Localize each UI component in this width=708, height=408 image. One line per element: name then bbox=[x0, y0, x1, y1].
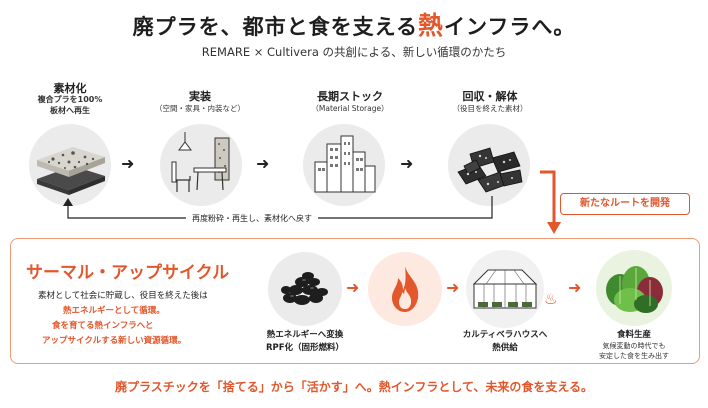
arrow-right-icon: ➜ bbox=[256, 154, 270, 173]
upcycle-panel bbox=[10, 238, 700, 364]
recycled-board-icon bbox=[29, 124, 111, 206]
step-sub1-material: 複合プラを100% bbox=[37, 95, 103, 104]
title-text-after: インフラへ。 bbox=[444, 15, 576, 39]
upcycle-line-3: 食を育てる熱インフラへと bbox=[52, 321, 154, 331]
step-cap-greenhouse: カルティベラハウスへ bbox=[462, 330, 548, 340]
arrow-right-icon: ➜ bbox=[446, 278, 460, 297]
new-route-badge: 新たなルートを開発 bbox=[560, 193, 690, 215]
upcycle-title: サーマル・アップサイクル bbox=[26, 263, 230, 283]
step-cap2-food: 気候変動の時代でも bbox=[602, 342, 666, 350]
upcycle-line-4: アップサイクルする新しい資源循環。 bbox=[42, 336, 187, 346]
arrow-right-icon: ➜ bbox=[121, 154, 135, 173]
step-sub1-stock: （Material Storage） bbox=[311, 104, 389, 113]
step-sub2-material: 板材へ再生 bbox=[50, 106, 90, 115]
arrow-right-icon: ➜ bbox=[400, 154, 414, 173]
page-title: 廃プラを、都市と食を支える熱インフラへ。 bbox=[0, 6, 708, 42]
heat-steam-icon: ♨ bbox=[544, 290, 558, 308]
furniture-icon bbox=[160, 124, 242, 206]
title-highlight: 熱 bbox=[417, 11, 444, 40]
page-subtitle: REMARE × Cultivera の共創による、新しい循環のかたち bbox=[201, 45, 507, 59]
step-title-material: 素材化 bbox=[53, 82, 87, 95]
arrow-right-icon: ➜ bbox=[346, 278, 360, 297]
flame-icon bbox=[368, 252, 442, 326]
upcycle-line-1: 素材として社会に貯蔵し、役目を終えた後は bbox=[38, 291, 208, 301]
footer-message: 廃プラスチックを「捨てる」から「活かす」へ。熱インフラとして、未来の食を支える。 bbox=[114, 380, 594, 394]
city-buildings-icon bbox=[303, 124, 385, 206]
step-cap-food: 食料生産 bbox=[616, 330, 651, 340]
step-cap-rpf: 熱エネルギーへ変換 bbox=[266, 330, 344, 340]
step-sub1-collect: （役目を終えた素材） bbox=[452, 104, 528, 113]
title-text-before: 廃プラを、都市と食を支える bbox=[132, 15, 418, 39]
step-sub1-install: （空間・家具・内装など） bbox=[155, 104, 245, 113]
arrow-right-icon: ➜ bbox=[568, 278, 582, 297]
step-title-collect: 回収・解体 bbox=[462, 90, 518, 103]
rpf-pellets-icon bbox=[268, 252, 342, 326]
greenhouse-icon bbox=[466, 250, 544, 328]
broken-boards-icon bbox=[448, 124, 530, 206]
step-title-stock: 長期ストック bbox=[317, 90, 383, 103]
down-arrow-connector bbox=[540, 170, 561, 234]
step-cap3-food: 安定した食を生み出す bbox=[599, 352, 669, 360]
vegetables-icon bbox=[596, 250, 672, 326]
step-cap2-rpf: RPF化（固形燃料） bbox=[265, 343, 345, 353]
step-title-install: 実装 bbox=[189, 90, 211, 103]
step-cap2-greenhouse: 熱供給 bbox=[492, 343, 518, 353]
return-label: 再度粉砕・再生し、素材化へ戻す bbox=[186, 213, 318, 224]
upcycle-line-2: 熱エネルギーとして循環。 bbox=[63, 306, 165, 316]
